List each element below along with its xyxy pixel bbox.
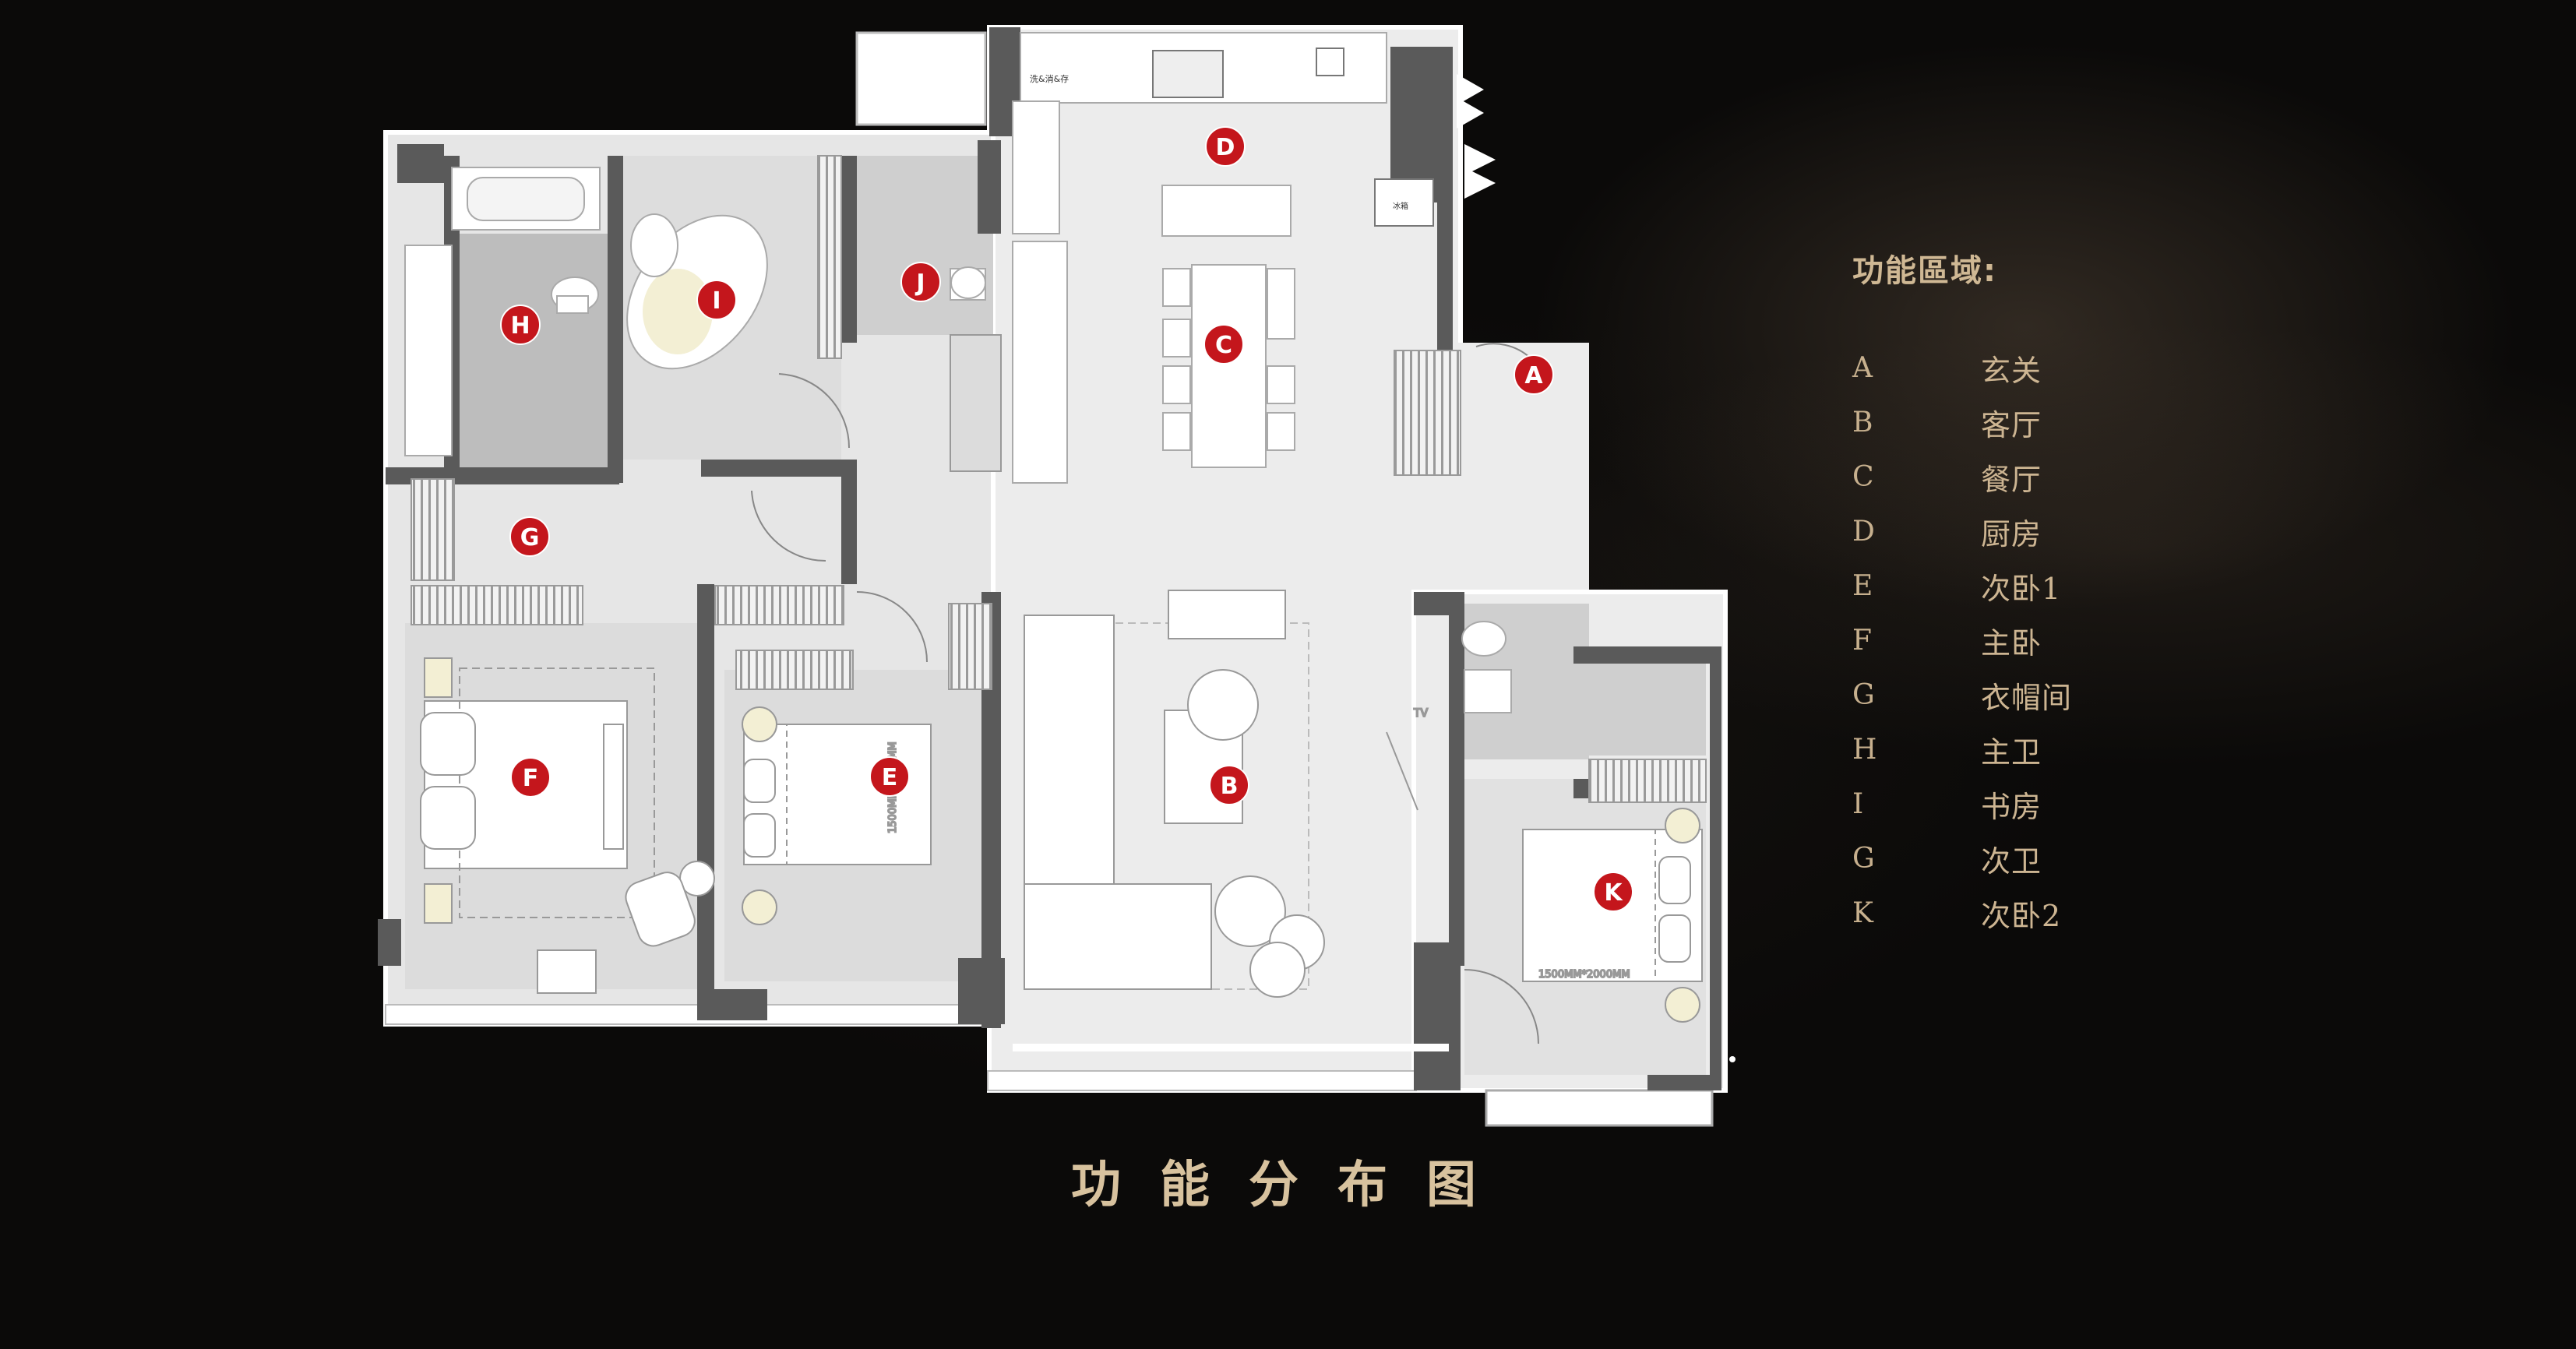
legend-label: 厨房 — [1981, 516, 2042, 551]
marker-f: F — [510, 757, 551, 798]
legend-label: 次卫 — [1981, 844, 2042, 879]
fridge-label: 冰箱 — [1393, 201, 1408, 211]
legend-item: G 次卫 — [1852, 831, 2257, 886]
legend-label: 次卧1 — [1981, 571, 2062, 606]
wardrobes — [411, 155, 1707, 803]
svg-text:C: C — [1215, 332, 1232, 359]
legend-label: 玄关 — [1981, 353, 2042, 388]
door-arcs — [751, 343, 1539, 1044]
svg-text:H: H — [510, 312, 530, 340]
legend-key: D — [1852, 515, 1875, 548]
legend-key: A — [1852, 351, 1873, 384]
svg-text:A: A — [1524, 362, 1543, 389]
bed-size-label-2: 1500MM*2000MM — [1538, 969, 1630, 981]
legend-label: 主卫 — [1981, 734, 2042, 770]
legend-item: D 厨房 — [1852, 504, 2257, 558]
dining-furniture — [1161, 185, 1295, 468]
kitchen-label: 洗&消&存 — [1030, 73, 1069, 84]
svg-text:B: B — [1221, 773, 1239, 800]
legend-key: K — [1852, 896, 1873, 929]
legend-key: H — [1852, 733, 1877, 766]
kitchen: 洗&消&存 冰箱 — [950, 32, 1434, 484]
svg-text:E: E — [882, 764, 898, 791]
legend-key: I — [1852, 787, 1864, 820]
legend-label: 书房 — [1981, 789, 2042, 824]
study-furniture — [626, 213, 768, 370]
marker-i: I — [696, 280, 737, 320]
legend-item: E 次卧1 — [1852, 558, 2257, 613]
legend-key: B — [1852, 406, 1873, 439]
room-floors — [405, 156, 1706, 1075]
svg-text:F: F — [523, 765, 539, 792]
tv-label: TV — [1413, 707, 1429, 720]
svg-text:I: I — [712, 287, 721, 315]
legend-item: F 主卧 — [1852, 613, 2257, 667]
marker-c: C — [1203, 324, 1244, 365]
svg-text:G: G — [520, 524, 540, 551]
room-markers: A B C D E F G H I J K — [500, 126, 1633, 912]
marker-h: H — [500, 305, 541, 345]
legend-key: G — [1852, 842, 1875, 875]
marker-k: K — [1593, 872, 1633, 912]
legend-item: A 玄关 — [1852, 340, 2257, 395]
legend-item: I 书房 — [1852, 777, 2257, 831]
legend-item: K 次卧2 — [1852, 886, 2257, 940]
legend-label: 次卧2 — [1981, 898, 2062, 933]
marker-g: G — [509, 516, 550, 557]
marker-d: D — [1205, 126, 1246, 167]
legend-label: 餐厅 — [1981, 462, 2042, 497]
master-bed — [420, 657, 715, 994]
small-dot — [1729, 1056, 1736, 1062]
legend-key: E — [1852, 569, 1873, 602]
legend-key: G — [1852, 678, 1875, 711]
entrance-arrows — [1457, 74, 1496, 199]
legend-label: 客厅 — [1981, 407, 2042, 442]
svg-text:D: D — [1216, 134, 1235, 161]
second-bed: 1500MM*2000MM — [742, 706, 932, 925]
svg-text:J: J — [914, 269, 925, 297]
legend-label: 主卧 — [1981, 625, 2042, 660]
living-furniture: TV — [1024, 590, 1429, 998]
marker-a: A — [1514, 354, 1554, 395]
legend-title: 功能區域: — [1852, 253, 1997, 289]
legend-item: C 餐厅 — [1852, 449, 2257, 504]
legend-key: F — [1852, 624, 1872, 657]
walls — [378, 27, 1721, 1090]
legend-item: H 主卫 — [1852, 722, 2257, 777]
legend-item: B 客厅 — [1852, 395, 2257, 449]
caption: 功能分布图 — [1071, 1156, 1515, 1214]
legend-key: C — [1852, 460, 1874, 493]
legend-label: 衣帽间 — [1981, 680, 2073, 715]
marker-e: E — [869, 756, 910, 797]
legend-item: G 衣帽间 — [1852, 667, 2257, 722]
marker-j: J — [900, 262, 941, 302]
marker-b: B — [1209, 765, 1249, 805]
svg-text:K: K — [1604, 879, 1623, 907]
bath-fixtures — [404, 167, 1512, 713]
